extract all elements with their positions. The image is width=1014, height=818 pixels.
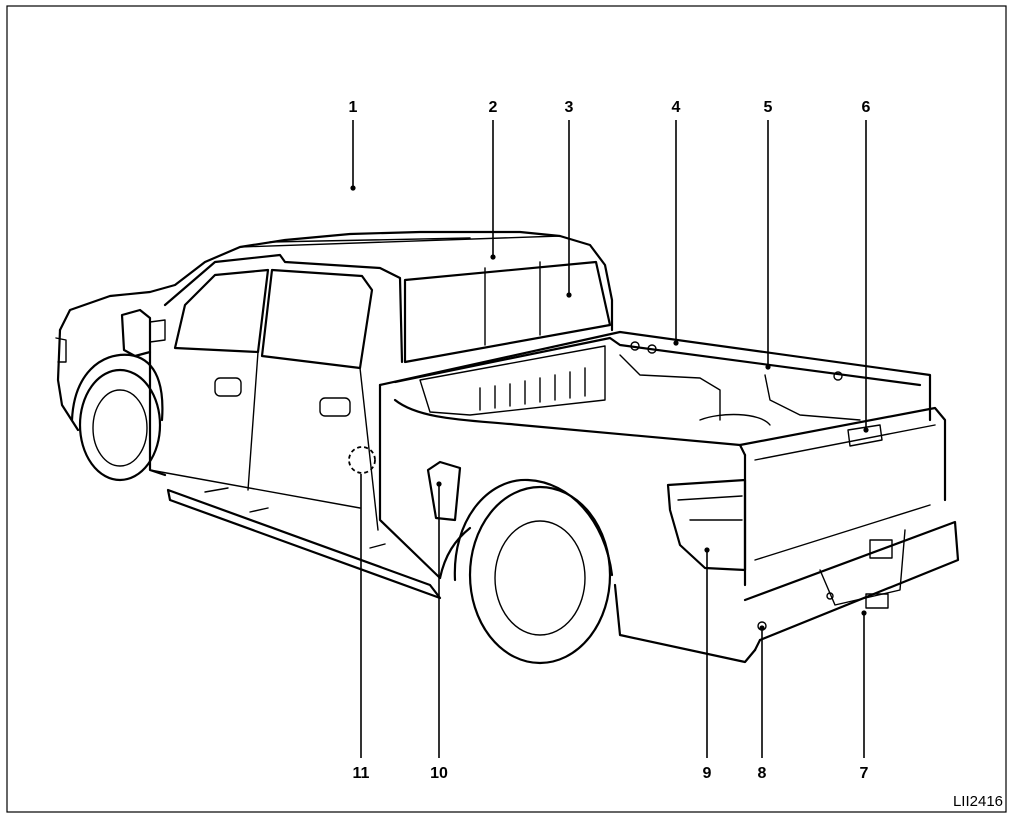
callout-8-label: 8 <box>758 765 767 782</box>
callout-3-label: 3 <box>565 99 574 116</box>
callout-labels: 1 2 3 4 5 6 7 8 9 10 11 <box>349 99 871 782</box>
callout-11-label: 11 <box>353 765 370 782</box>
callout-9-label: 9 <box>703 765 712 782</box>
callout-2-label: 2 <box>489 99 498 116</box>
callout-1-label: 1 <box>349 99 358 116</box>
callout-6-label: 6 <box>862 99 871 116</box>
pickup-truck-illustration <box>55 230 960 665</box>
callout-leaders <box>350 120 869 758</box>
figure-code: LII2416 <box>953 793 1003 810</box>
callout-10-label: 10 <box>430 765 448 782</box>
callout-5-label: 5 <box>764 99 773 116</box>
callout-7-label: 7 <box>860 765 869 782</box>
callout-4-label: 4 <box>672 99 681 116</box>
figure-frame <box>6 5 1007 813</box>
